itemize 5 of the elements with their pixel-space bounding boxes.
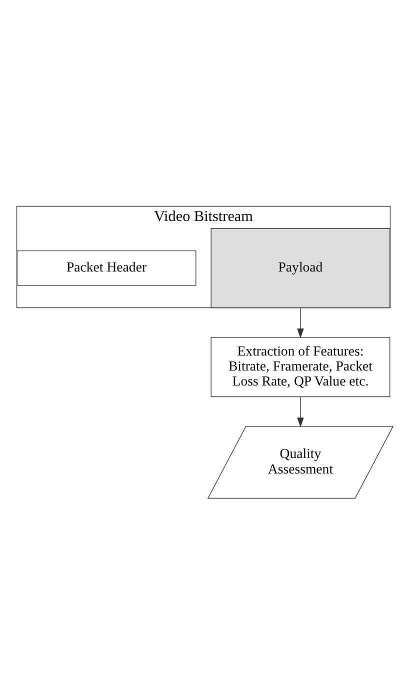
node-box: Extraction of Features: Bitrate, Framerate, Packet Loss Rate, QP Value etc. bbox=[210, 337, 390, 398]
arrow bbox=[297, 308, 304, 338]
node-box: Payload bbox=[210, 228, 390, 308]
node-box: Packet Header bbox=[16, 250, 196, 286]
arrow bbox=[297, 396, 304, 428]
